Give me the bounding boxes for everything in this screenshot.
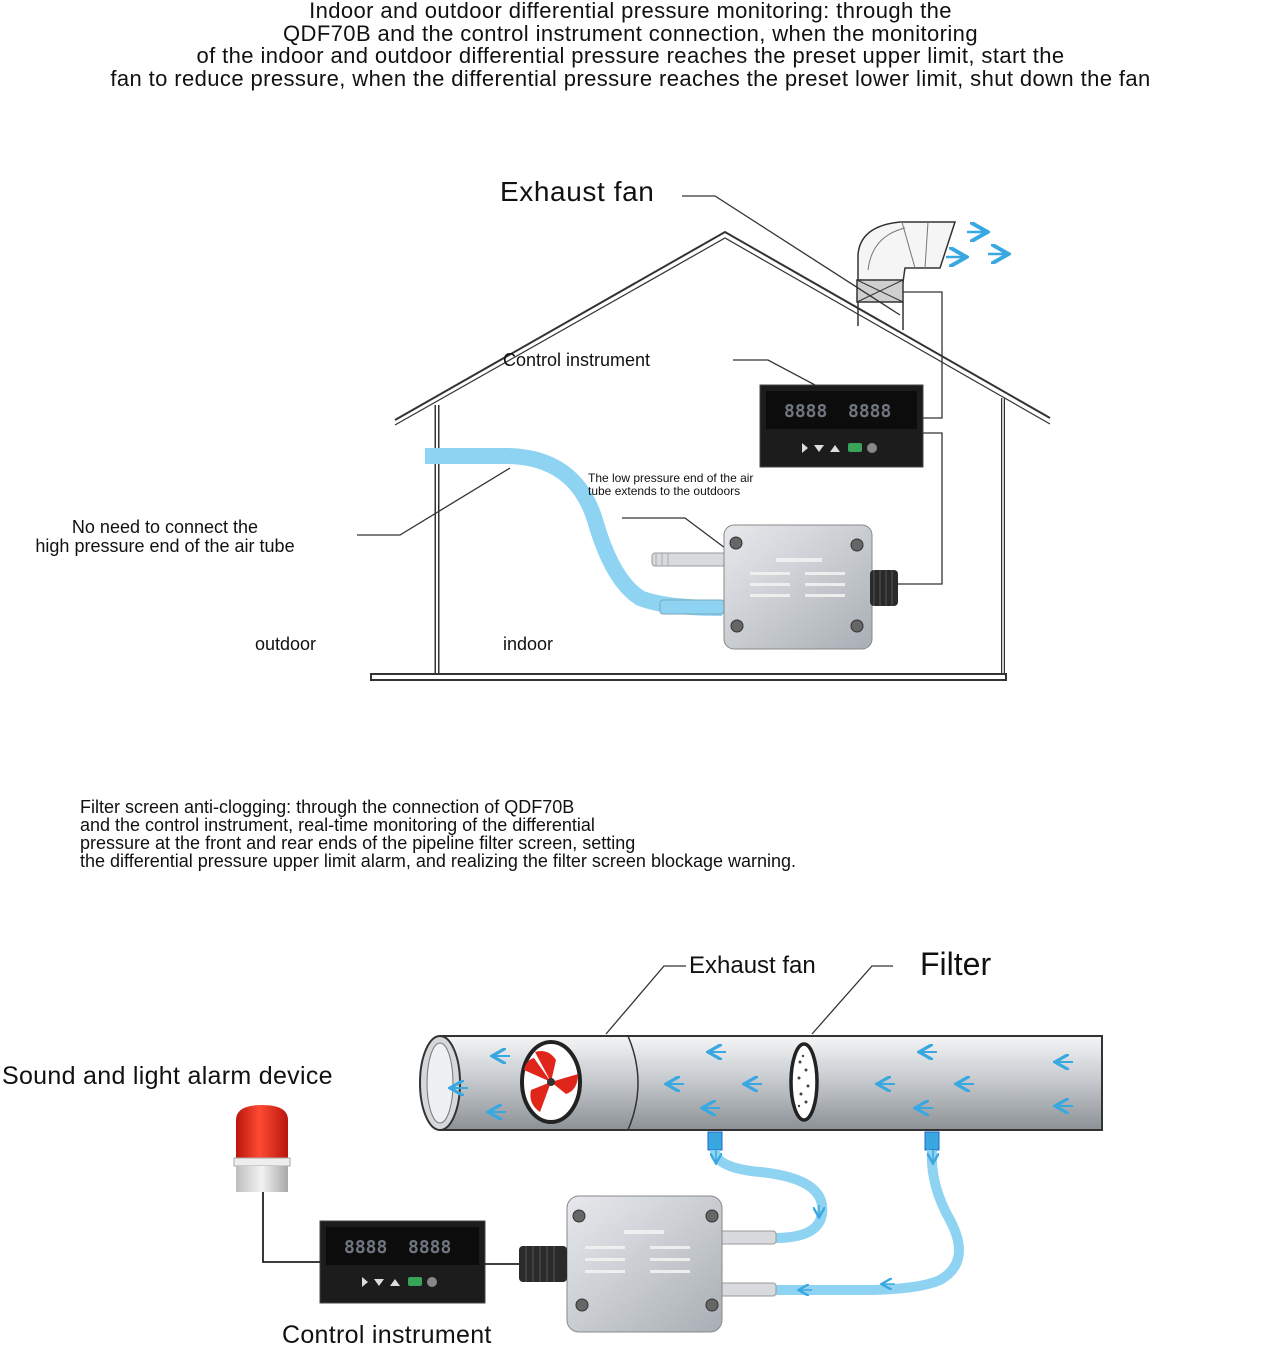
scene2-caption: Filter screen anti-clogging: through the… (80, 797, 797, 871)
label-outdoor: outdoor (255, 634, 317, 654)
pipe-airflow-arrows (452, 1052, 1073, 1112)
display-right-1: 8888 (848, 401, 891, 422)
control-instrument-2: 8888 8888 (319, 1220, 486, 1304)
pressure-transmitter-1 (651, 524, 898, 650)
leader-lines-scene2 (605, 965, 893, 1035)
label-control-instrument-1: Control instrument (503, 350, 651, 370)
label-exhaust-fan-2: Exhaust fan (689, 952, 816, 979)
air-tube-front (710, 1149, 828, 1243)
label-exhaust-fan-1: Exhaust fan (500, 176, 655, 207)
airflow-arrows (946, 232, 1006, 257)
alarm-lamp (233, 1105, 291, 1192)
exhaust-fan-2 (520, 1040, 582, 1124)
air-tube-rear (770, 1149, 964, 1295)
tube-flow-arrows (716, 1150, 933, 1290)
display-right-2: 8888 (408, 1237, 451, 1258)
display-left-1: 8888 (784, 401, 827, 422)
label-alarm-device: Sound and light alarm device (2, 1062, 333, 1090)
label-control-instrument-2: Control instrument (282, 1321, 492, 1349)
control-instrument-1: 8888 8888 (759, 384, 924, 468)
filter-screen (789, 1042, 819, 1122)
pressure-port-rear (924, 1131, 940, 1151)
leader-lines-scene1 (357, 195, 943, 585)
exhaust-fan-duct (856, 221, 957, 330)
label-no-connect: No need to connect the high pressure end… (35, 517, 295, 556)
wiring-scene2 (262, 1192, 519, 1265)
label-indoor: indoor (503, 634, 554, 654)
label-filter: Filter (920, 946, 992, 982)
label-low-pressure-end: The low pressure end of the air tube ext… (588, 471, 754, 498)
scene1-caption: Indoor and outdoor differential pressure… (110, 0, 1151, 91)
pressure-port-front (707, 1131, 723, 1151)
display-left-2: 8888 (344, 1237, 387, 1258)
pressure-transmitter-2 (519, 1195, 777, 1333)
